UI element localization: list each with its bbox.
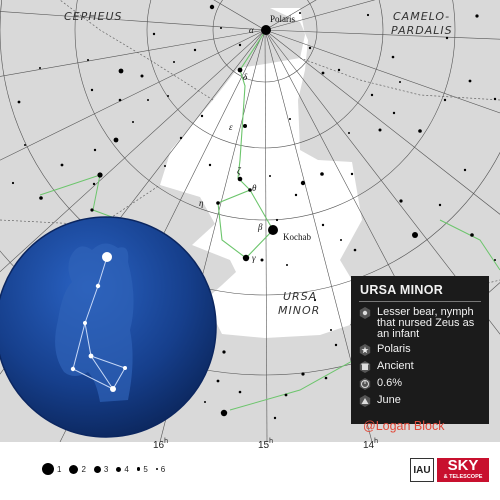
legend-item: 5 bbox=[136, 464, 148, 474]
info-title: URSA MINOR bbox=[360, 283, 444, 297]
legend-item: 4 bbox=[116, 464, 129, 474]
star-eta bbox=[216, 201, 220, 205]
legend-item: 1 bbox=[42, 463, 61, 475]
legend-label: 5 bbox=[143, 464, 148, 474]
greek-alpha: α bbox=[249, 25, 254, 35]
legend-label: 3 bbox=[103, 464, 109, 474]
origin-icon bbox=[359, 361, 371, 373]
star-zeta bbox=[237, 176, 243, 182]
info-sky-area-text: 0.6% bbox=[377, 377, 403, 389]
star-epsilon bbox=[243, 124, 247, 128]
ra-tick-15: 15h bbox=[258, 438, 273, 451]
info-row-best-month: June bbox=[351, 393, 489, 410]
label-polaris: Polaris bbox=[270, 14, 295, 24]
credit-text: @Logan Block bbox=[363, 419, 445, 433]
legend-item: 6 bbox=[155, 464, 166, 474]
info-row-origin: Ancient bbox=[351, 359, 489, 376]
info-best-month-text: June bbox=[377, 394, 401, 406]
greek-theta: θ bbox=[252, 183, 257, 193]
star-polaris bbox=[261, 25, 271, 35]
legend-label: 1 bbox=[57, 464, 62, 474]
bear-globe-illustration bbox=[0, 216, 217, 438]
iau-logo: IAU bbox=[410, 458, 434, 482]
legend-item: 2 bbox=[69, 464, 86, 474]
sky-logo-text: SKY bbox=[447, 457, 479, 474]
star-kochab bbox=[268, 225, 278, 235]
info-myth-text: Lesser bear, nymph that nursed Zeus as a… bbox=[377, 306, 475, 340]
legend-label: 4 bbox=[124, 464, 129, 474]
info-row-myth: Lesser bear, nymph that nursed Zeus as a… bbox=[351, 305, 489, 342]
logos: IAU SKY & TELESCOPE bbox=[410, 458, 489, 482]
ra-tick-16: 16h bbox=[153, 438, 168, 451]
star-gamma bbox=[242, 254, 250, 262]
label-cepheus: CEPHEUS bbox=[64, 10, 123, 23]
greek-zeta: ζ bbox=[237, 166, 242, 176]
legend-label: 2 bbox=[81, 464, 86, 474]
legend-label: 6 bbox=[160, 464, 166, 474]
info-divider bbox=[359, 301, 481, 302]
sky-area-icon bbox=[359, 378, 371, 390]
greek-delta: δ bbox=[243, 72, 248, 82]
greek-epsilon: ε bbox=[229, 122, 233, 132]
ursa-minor-boundary bbox=[160, 8, 362, 338]
constellation-info-panel: URSA MINOR Lesser bear, nymph that nurse… bbox=[351, 276, 489, 424]
label-camelopardalis-1: CAMELO- bbox=[393, 10, 450, 23]
label-camelopardalis-2: PARDALIS bbox=[391, 24, 453, 37]
greek-eta: η bbox=[199, 198, 204, 208]
label-ursa: URSA bbox=[283, 290, 317, 303]
myth-icon bbox=[359, 307, 371, 319]
ursa-minor-stars bbox=[216, 25, 278, 262]
info-row-brightest-star: Polaris bbox=[351, 342, 489, 359]
info-origin-text: Ancient bbox=[377, 360, 414, 372]
label-kochab: Kochab bbox=[283, 232, 311, 242]
magnitude-legend: 1 2 3 4 5 6 bbox=[42, 458, 173, 480]
field-stars bbox=[11, 4, 497, 420]
star-delta bbox=[237, 67, 243, 73]
label-minor: MINOR bbox=[278, 304, 320, 317]
info-brightest-star-text: Polaris bbox=[377, 343, 411, 355]
brightest-star-icon bbox=[359, 344, 371, 356]
best-month-icon bbox=[359, 395, 371, 407]
greek-gamma: γ bbox=[252, 253, 256, 263]
ra-tick-14: 14h bbox=[363, 438, 378, 451]
star-theta bbox=[248, 188, 252, 192]
telescope-logo-text: & TELESCOPE bbox=[443, 474, 483, 480]
greek-beta: β bbox=[257, 222, 263, 232]
info-row-sky-area: 0.6% bbox=[351, 376, 489, 393]
legend-item: 3 bbox=[93, 464, 109, 474]
sky-telescope-logo: SKY & TELESCOPE bbox=[437, 458, 489, 482]
